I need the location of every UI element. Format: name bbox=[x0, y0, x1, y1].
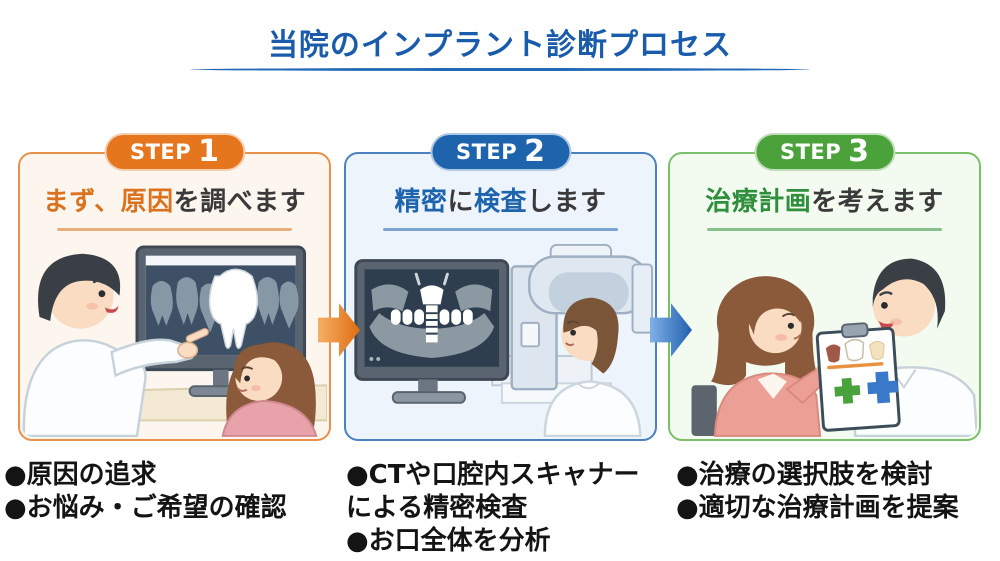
chair bbox=[691, 385, 717, 436]
step-3-bullets: ●治療の選択肢を検討●適切な治療計画を提案 bbox=[676, 459, 998, 525]
patient-figure bbox=[710, 276, 836, 437]
step1-to-step2-arrow-icon bbox=[318, 303, 360, 357]
dentist-figure bbox=[22, 253, 209, 437]
heading-segment: を調べます bbox=[173, 187, 307, 217]
step-2-badge: STEP 2 bbox=[429, 133, 572, 171]
step-1-illustration-box bbox=[22, 240, 327, 437]
ct-scan-examination-illustration bbox=[354, 243, 653, 437]
bullet-line: ●治療の選択肢を検討 bbox=[676, 460, 933, 490]
step-3-panel: STEP 3 治療計画を考えます bbox=[668, 133, 981, 441]
title-underline bbox=[190, 68, 810, 71]
bullet-line: ●お悩み・ご希望の確認 bbox=[4, 492, 287, 523]
teeth-row bbox=[390, 309, 473, 325]
heading-segment: します bbox=[527, 187, 607, 217]
patient-figure bbox=[221, 342, 318, 437]
green-plus-icon bbox=[834, 377, 861, 404]
bullet-line: ●お口全体を分析 bbox=[346, 525, 551, 556]
bullet-line: による精密検査 bbox=[346, 492, 528, 523]
tooth-option-icons bbox=[825, 338, 885, 363]
patient-figure bbox=[543, 297, 642, 437]
treatment-plan-discussion-illustration bbox=[691, 258, 977, 437]
step-1-bullets: ●原因の追求●お悩み・ご希望の確認 bbox=[4, 459, 339, 525]
heading-segment: に bbox=[447, 187, 474, 217]
heading-divider bbox=[57, 228, 292, 231]
step-1-panel: STEP 1 まず、原因を調べます bbox=[18, 133, 331, 441]
step-badge-label: STEP bbox=[129, 140, 192, 164]
xray-monitor bbox=[135, 245, 307, 397]
heading-divider bbox=[383, 228, 618, 231]
step-2-illustration-box bbox=[348, 240, 653, 437]
step-badge-label: STEP bbox=[779, 140, 842, 164]
step-3-badge: STEP 3 bbox=[753, 133, 896, 171]
implant-icon bbox=[414, 272, 449, 343]
blue-cross-icon bbox=[867, 371, 899, 404]
step-badge-number: 2 bbox=[524, 134, 546, 169]
step-2-panel: STEP 2 精密に検査します bbox=[344, 133, 657, 441]
step-3-heading: 治療計画を考えます bbox=[670, 181, 979, 218]
step-badge-number: 3 bbox=[848, 134, 870, 169]
heading-segment: を考えます bbox=[811, 187, 944, 217]
pointing-hand bbox=[177, 328, 209, 359]
heading-segment: 検査 bbox=[474, 187, 528, 217]
highlighted-tooth bbox=[208, 268, 259, 349]
step-1-badge: STEP 1 bbox=[103, 133, 246, 171]
heading-segment: まず、原因 bbox=[42, 187, 174, 217]
step-badge-number: 1 bbox=[198, 134, 220, 169]
dentist-explaining-xray-illustration bbox=[22, 245, 327, 437]
page-title: 当院のインプラント診断プロセス bbox=[267, 28, 733, 63]
heading-divider bbox=[707, 228, 942, 231]
bullet-line: ●原因の追求 bbox=[4, 460, 157, 490]
heading-segment: 精密 bbox=[394, 187, 448, 217]
step-2-heading: 精密に検査します bbox=[346, 181, 655, 218]
bullet-line: ●CTや口腔内スキャナー bbox=[346, 460, 640, 490]
step2-to-step3-arrow-icon bbox=[650, 303, 692, 357]
bullet-line: ●適切な治療計画を提案 bbox=[676, 492, 959, 523]
treatment-clipboard bbox=[815, 322, 901, 432]
panoramic-xray-monitor bbox=[354, 259, 510, 404]
heading-segment: 治療計画 bbox=[705, 187, 812, 217]
step-badge-label: STEP bbox=[455, 140, 518, 164]
step-3-illustration-box bbox=[672, 240, 977, 437]
step-2-bullets: ●CTや口腔内スキャナーによる精密検査●お口全体を分析 bbox=[346, 459, 681, 557]
step-1-heading: まず、原因を調べます bbox=[20, 181, 329, 218]
orange-underline bbox=[827, 362, 884, 370]
